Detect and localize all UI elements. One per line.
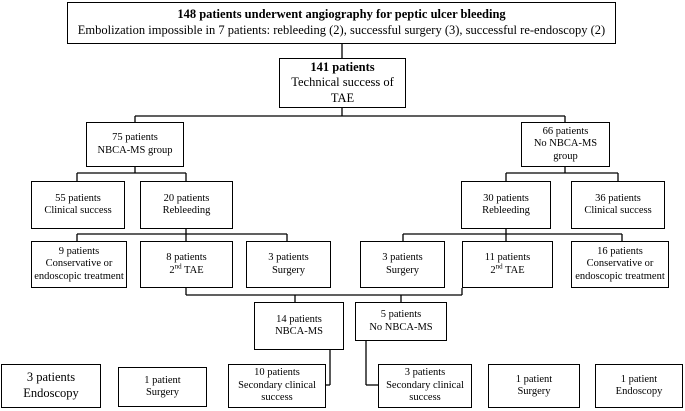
box-nbca-ms-group: 75 patients NBCA-MS group	[86, 122, 184, 167]
box-right-clinical-success: 36 patients Clinical success	[571, 181, 665, 229]
box-no-nbca-ms: 5 patients No NBCA-MS	[355, 302, 447, 341]
box-right-surgery: 3 patients Surgery	[360, 241, 445, 288]
box-technical-success: 141 patients Technical success of TAE	[279, 58, 406, 108]
total-patients-title: 148 patients underwent angiography for p…	[177, 7, 506, 22]
embolization-note: Embolization impossible in 7 patients: r…	[77, 23, 606, 37]
box-right-conservative: 16 patients Conservative or endoscopic t…	[571, 241, 669, 288]
box-right-rebleeding: 30 patients Rebleeding	[461, 181, 551, 229]
box-left-surgery: 3 patients Surgery	[246, 241, 331, 288]
box-left-conservative: 9 patients Conservative or endoscopic tr…	[31, 241, 127, 288]
box-left-rebleeding: 20 patients Rebleeding	[140, 181, 233, 229]
box-right-endoscopy: 1 patient Endoscopy	[595, 364, 683, 408]
box-left-clinical-success: 55 patients Clinical success	[31, 181, 125, 229]
box-nbca-ms: 14 patients NBCA-MS	[254, 302, 344, 350]
box-right-2nd-tae: 11 patients 2nd TAE	[462, 241, 553, 288]
box-no-nbca-ms-group: 66 patients No NBCA-MS group	[521, 122, 610, 167]
box-left-secondary-success: 10 patients Secondary clinical success	[228, 364, 326, 408]
box-right-secondary-success: 3 patients Secondary clinical success	[378, 364, 472, 408]
box-total-patients: 148 patients underwent angiography for p…	[67, 2, 616, 44]
box-left-endoscopy: 3 patients Endoscopy	[1, 364, 101, 408]
box-right-surgery-2: 1 patient Surgery	[488, 364, 580, 408]
box-left-2nd-tae: 8 patients 2nd TAE	[140, 241, 233, 288]
box-left-surgery-2: 1 patient Surgery	[118, 367, 207, 407]
